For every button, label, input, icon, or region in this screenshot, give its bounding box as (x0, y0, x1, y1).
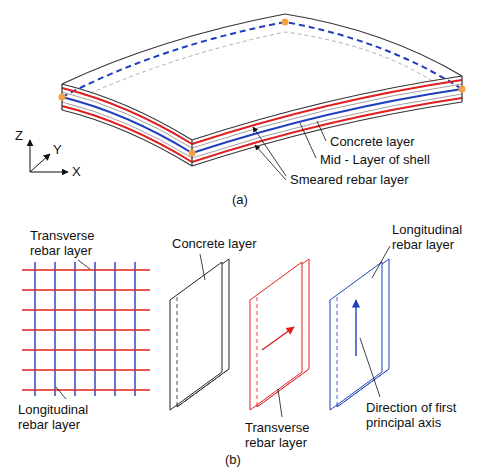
subfigure-label: (b) (225, 452, 241, 467)
rebar-grid (22, 262, 150, 396)
shell-panel (59, 14, 466, 166)
leader-line (56, 246, 390, 417)
subfigure-label: (a) (232, 192, 248, 207)
axis-triad (30, 140, 68, 172)
axis-label: Z (15, 128, 23, 143)
leader-line (253, 121, 326, 180)
part-label: Transverse rebar layer (245, 420, 330, 450)
concrete-layer-plate (170, 259, 229, 410)
part-label: Mid - Layer of shell (320, 152, 430, 167)
part-label: Transverse rebar layer (30, 228, 110, 258)
part-label: Smeared rebar layer (290, 172, 409, 187)
part-label: Concrete layer (330, 134, 415, 149)
part-label: Longitudinal rebar layer (392, 222, 477, 252)
longitudinal-rebar-plate (330, 259, 389, 410)
axis-label: Y (53, 142, 62, 157)
annotation-label: Direction of first principal axis (366, 400, 476, 430)
part-label: Longitudinal rebar layer (18, 402, 108, 432)
axis-label: X (72, 164, 81, 179)
part-label: Concrete layer (172, 236, 257, 251)
transverse-rebar-plate (250, 259, 309, 410)
